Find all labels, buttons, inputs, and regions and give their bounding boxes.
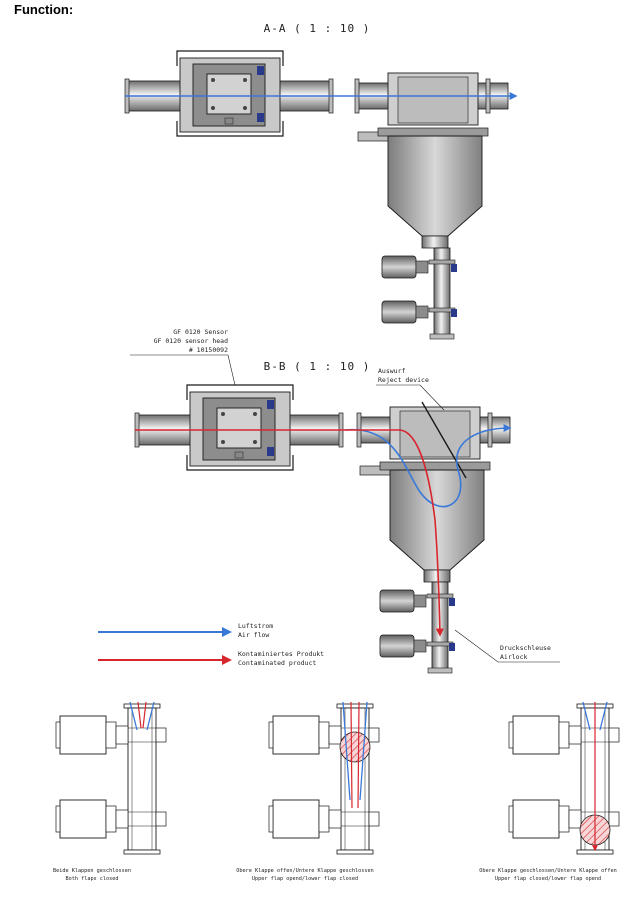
- reject-label-de: Auswurf: [378, 367, 405, 375]
- legend-air-en: Air flow: [238, 631, 269, 639]
- sensor-label-1: GF 0120 Sensor: [173, 328, 228, 336]
- caption-3-de: Obere Klappe geschlossen/Untere Klappe o…: [479, 868, 616, 874]
- airlock-label-en: Airlock: [500, 653, 527, 661]
- state-upper-open: Obere Klappe offen/Untere Klappe geschlo…: [236, 701, 380, 882]
- state-lower-open: Obere Klappe geschlossen/Untere Klappe o…: [479, 701, 620, 882]
- reject-flap: [421, 401, 467, 479]
- section-aa-hopper: [354, 72, 509, 249]
- section-bb-title: B-B ( 1 : 10 ): [264, 360, 371, 373]
- legend-product-de: Kontaminiertes Produkt: [238, 650, 324, 658]
- page-heading: Function:: [14, 2, 74, 17]
- caption-2-de: Obere Klappe offen/Untere Klappe geschlo…: [236, 868, 373, 874]
- caption-1-de: Beide Klappen geschlossen: [53, 868, 131, 874]
- legend-air-de: Luftstrom: [238, 622, 273, 630]
- section-bb-airflow-arrow: [344, 424, 512, 508]
- state-both-closed: Beide Klappen geschlossen Both flaps clo…: [53, 701, 167, 882]
- airlock-callout: Druckschleuse Airlock: [454, 629, 560, 663]
- legend-product-en: Contaminated product: [238, 659, 316, 667]
- caption-3-en: Upper flap closed/lower flap opend: [495, 876, 601, 882]
- section-bb-airlock: [379, 581, 456, 674]
- sensor-label-2: GF 0120 sensor head: [154, 337, 228, 345]
- section-bb-sensor: [134, 384, 344, 471]
- section-aa-title: A-A ( 1 : 10 ): [264, 22, 371, 35]
- reject-label-en: Reject device: [378, 376, 429, 384]
- sensor-callout: GF 0120 Sensor GF 0120 sensor head # 101…: [130, 328, 236, 386]
- airlock-label-de: Druckschleuse: [500, 644, 551, 652]
- caption-2-en: Upper flap opend/lower flap closed: [252, 876, 358, 882]
- reject-callout: Auswurf Reject device: [376, 367, 445, 411]
- section-bb-product-arrow: [135, 429, 444, 637]
- legend: Luftstrom Air flow Kontaminiertes Produk…: [98, 622, 324, 667]
- section-bb-hopper: [356, 406, 511, 583]
- section-aa-sensor: [124, 50, 334, 137]
- section-aa-airlock: [381, 247, 458, 340]
- sensor-label-3: # 10150092: [189, 346, 228, 354]
- caption-1-en: Both flaps closed: [65, 876, 118, 882]
